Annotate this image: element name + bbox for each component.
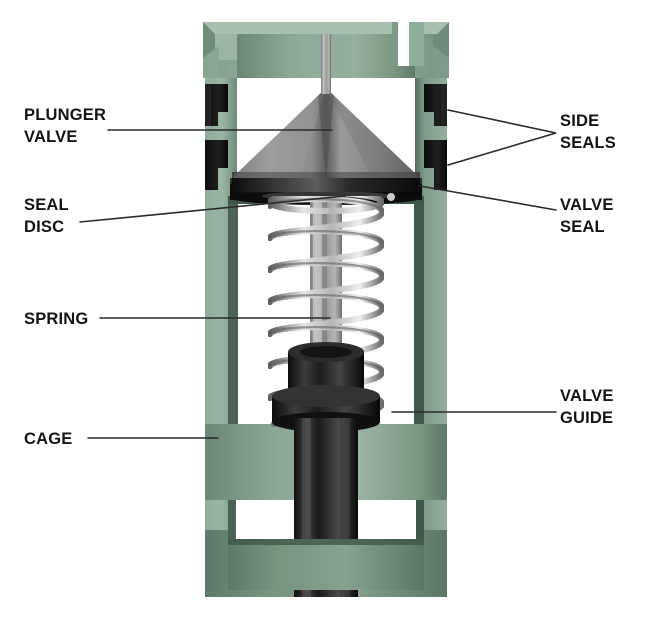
label-cage: CAGE xyxy=(24,430,73,448)
plunger-valve xyxy=(232,34,420,178)
label-spring: SPRING xyxy=(24,310,89,328)
label-side-seals: SIDE SEALS xyxy=(560,112,617,152)
label-valve-seal: VALVE SEAL xyxy=(560,196,614,236)
side-seals-group xyxy=(205,84,447,190)
leader-valve-seal xyxy=(419,185,557,211)
callout-leader-lines xyxy=(79,109,557,439)
leader-side-seals xyxy=(447,109,557,166)
side-seal-right-lower xyxy=(424,140,447,190)
cage-bottom-ports xyxy=(228,500,424,590)
leader-seal-disc xyxy=(79,195,346,223)
plunger-stem-upper xyxy=(321,34,331,94)
label-plunger-valve: PLUNGER VALVE xyxy=(24,106,107,146)
side-seal-left-lower xyxy=(205,140,228,190)
label-seal-disc: SEAL DISC xyxy=(24,196,69,236)
label-valve-guide: VALVE GUIDE xyxy=(560,387,614,427)
